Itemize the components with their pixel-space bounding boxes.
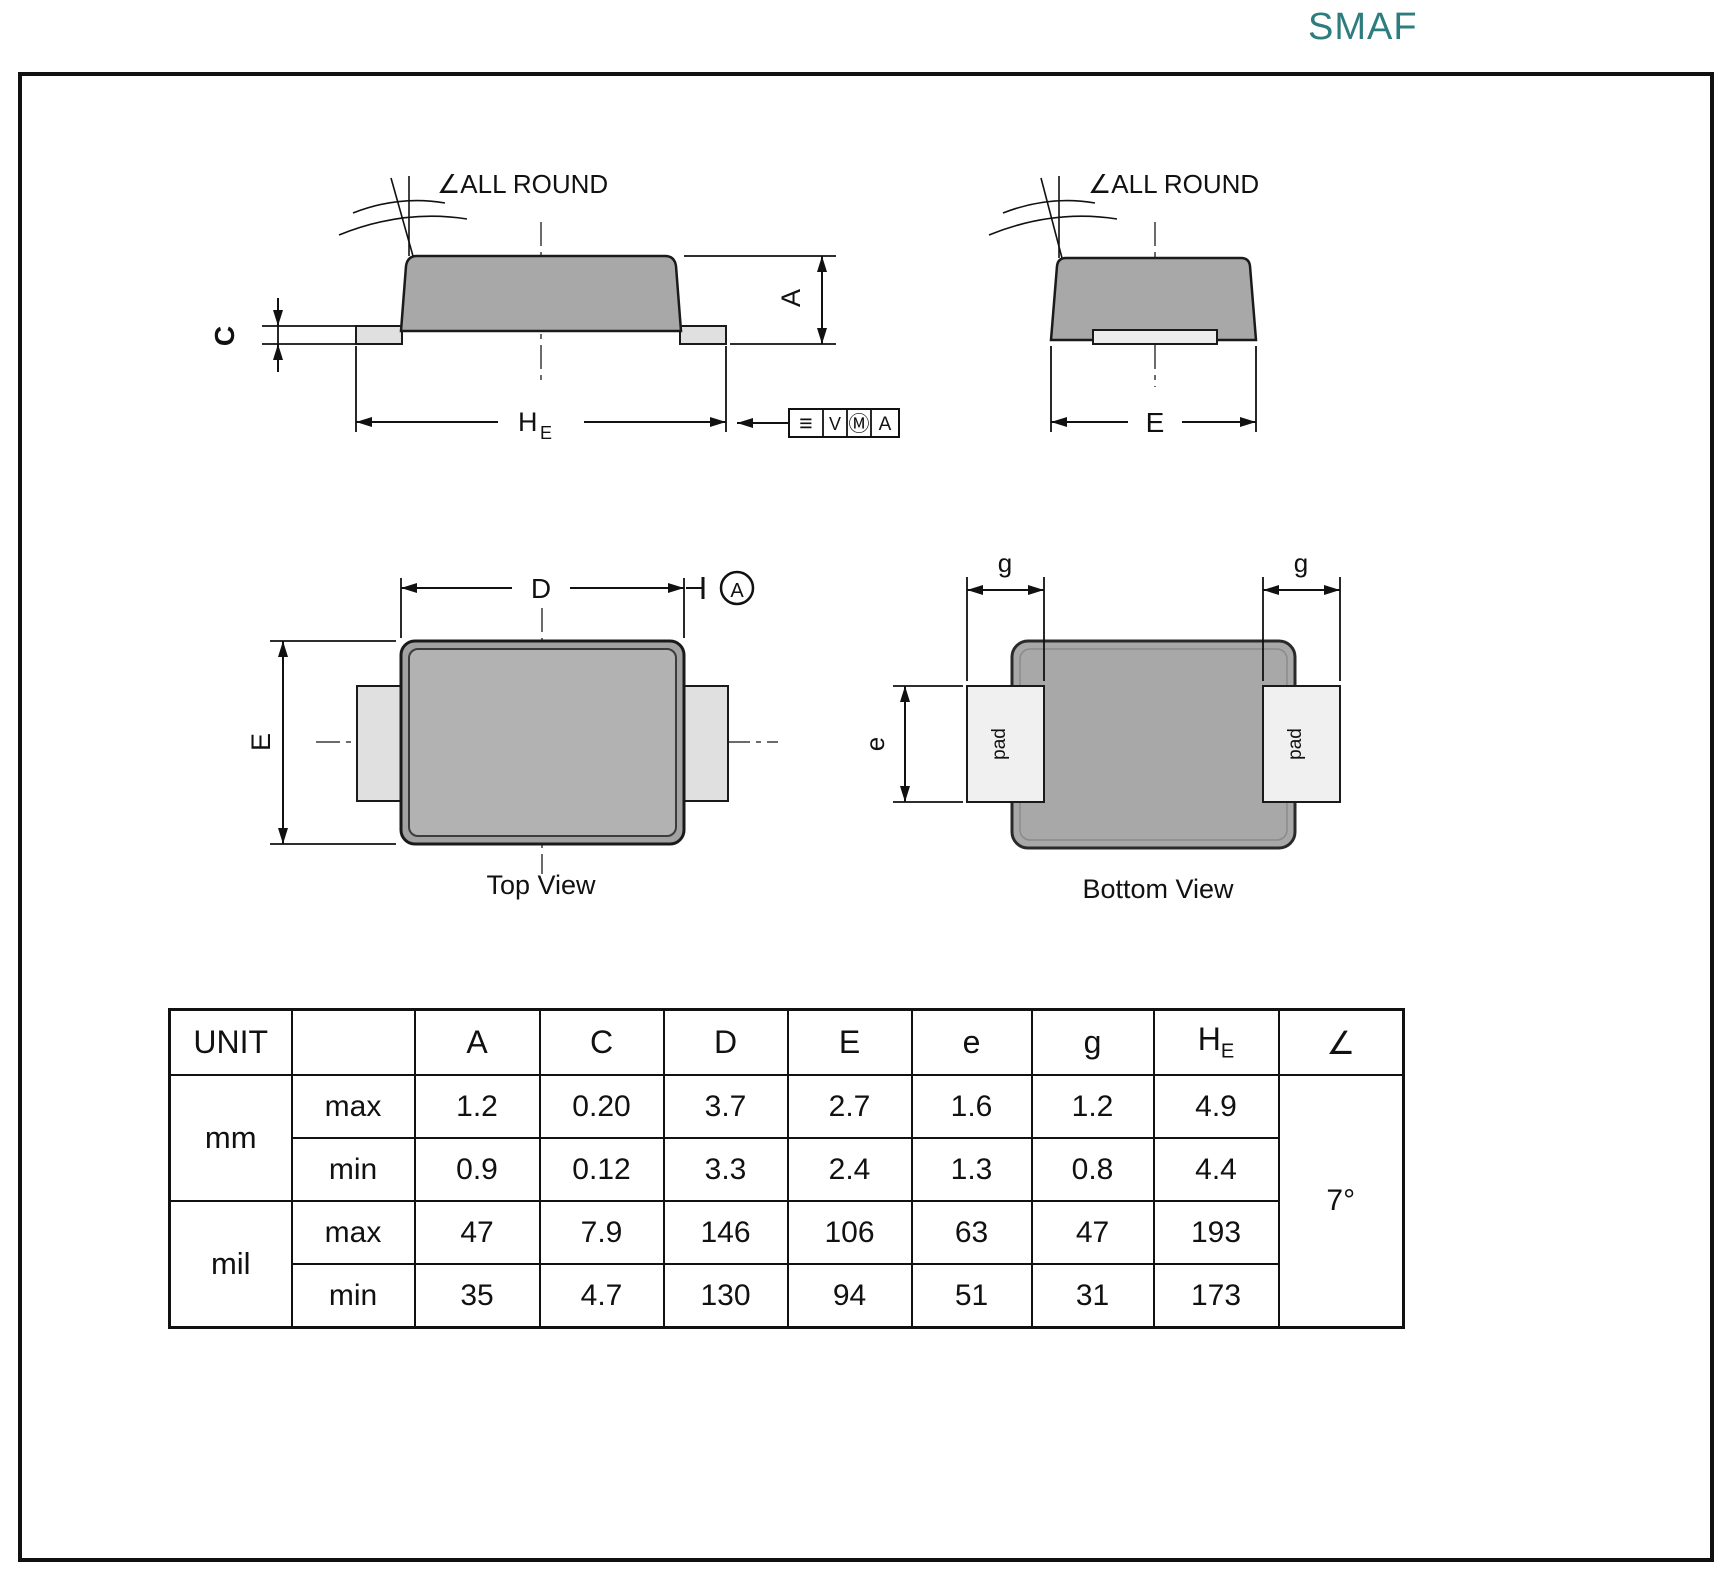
unit-header: UNIT (168, 1008, 293, 1076)
bottom-view: pad pad g g e Bottom View (860, 548, 1341, 904)
package-body (1010, 639, 1297, 850)
table-cell: 4.7 (538, 1263, 665, 1329)
all-round-label: ∠ALL ROUND (1088, 169, 1259, 199)
package-body-inner (408, 648, 677, 837)
datum-symbol: V (829, 414, 841, 434)
table-row: min 35 4.7 130 94 51 31 173 (170, 1263, 1404, 1329)
col-header-a: A (413, 1008, 541, 1076)
dim-label-d: D (531, 573, 551, 604)
table-row: mm max 1.2 0.20 3.7 2.7 1.6 1.2 4.9 7° (168, 1074, 1405, 1329)
he-sub: E (1220, 1040, 1235, 1063)
col-header-g: g (1030, 1008, 1155, 1076)
angle-leader (390, 177, 414, 257)
table-cell: 51 (910, 1263, 1033, 1329)
col-header-e-lower: e (910, 1008, 1033, 1076)
dim-label-c: C (209, 326, 240, 346)
datum-frame (788, 408, 900, 438)
datum-symbol: ≡ (799, 410, 812, 436)
table-cell: 173 (1152, 1263, 1280, 1329)
table-cell: 146 (662, 1200, 789, 1265)
table-cell: 4.9 (1152, 1074, 1280, 1139)
datum-label: A (730, 580, 744, 602)
table-cell: 2.4 (786, 1137, 913, 1202)
unit-cell-mm: mm (168, 1074, 293, 1202)
table-cell: 1.2 (413, 1074, 541, 1139)
unit-cell-mil: mil (168, 1200, 293, 1329)
limit-header (290, 1008, 416, 1076)
limit-cell: min (290, 1137, 416, 1202)
datum-symbol: A (879, 414, 892, 435)
table-cell: 0.12 (538, 1137, 665, 1202)
package-body (399, 254, 683, 333)
angle-arc (338, 215, 468, 236)
pad-label: pad (1285, 728, 1306, 760)
lead-right (679, 325, 727, 345)
table-cell: 0.9 (413, 1137, 541, 1202)
table-cell: 0.20 (538, 1074, 665, 1139)
view-caption: Bottom View (1082, 874, 1234, 904)
table-cell: 1.6 (910, 1074, 1033, 1139)
table-cell: 31 (1030, 1263, 1155, 1329)
bottom-terminal (1092, 329, 1218, 345)
table-cell: 0.8 (1030, 1137, 1155, 1202)
limit-cell: max (290, 1074, 416, 1139)
datum-symbol: Ⓜ (849, 413, 870, 436)
lead-left (355, 325, 403, 345)
dim-label-e: E (1146, 407, 1165, 438)
table-cell: 106 (786, 1200, 913, 1265)
col-header-he: HE (1152, 1008, 1280, 1076)
table-cell: 35 (413, 1263, 541, 1329)
table-cell: 1.2 (1030, 1074, 1155, 1139)
dim-label-a: A (776, 289, 806, 307)
limit-cell: max (290, 1200, 416, 1265)
table-cell: 47 (1030, 1200, 1155, 1265)
top-view: D A E Top View (246, 570, 778, 900)
col-header-c: C (538, 1008, 665, 1076)
table-cell: 193 (1152, 1200, 1280, 1265)
table-cell: 94 (786, 1263, 913, 1329)
col-header-angle: ∠ (1277, 1008, 1405, 1076)
table-cell: 63 (910, 1200, 1033, 1265)
view-caption: Top View (486, 870, 596, 900)
table-cell: 1.3 (910, 1137, 1033, 1202)
all-round-label: ∠ALL ROUND (437, 169, 608, 199)
dim-label-e: e (860, 737, 890, 751)
drawing-border (18, 72, 1714, 1562)
col-header-e: E (786, 1008, 913, 1076)
table-cell: 47 (413, 1200, 541, 1265)
table-cell: 130 (662, 1263, 789, 1329)
dim-label-g: g (1294, 548, 1308, 578)
angle-value-cell: 7° (1277, 1074, 1405, 1329)
limit-cell: min (290, 1263, 416, 1329)
table-cell: 3.7 (662, 1074, 789, 1139)
table-cell: 7.9 (538, 1200, 665, 1265)
lead-left (356, 685, 404, 802)
col-header-d: D (662, 1008, 789, 1076)
table-row: mil max 47 7.9 146 106 63 47 193 (168, 1200, 1404, 1329)
pad-left (966, 685, 1045, 803)
table-header-row: UNIT A C D E e g HE ∠ (168, 1008, 1405, 1076)
dim-label-e: E (246, 733, 276, 751)
pad-label: pad (989, 728, 1010, 760)
dim-label-g: g (998, 548, 1012, 578)
datum-circle (719, 570, 755, 606)
table-cell: 4.4 (1152, 1137, 1280, 1202)
table-cell: 2.7 (786, 1074, 913, 1139)
angle-arc (988, 215, 1118, 236)
angle-arc (352, 199, 446, 214)
end-view: ∠ALL ROUND E (988, 169, 1259, 438)
package-body (1049, 256, 1258, 342)
side-view: ∠ALL ROUND C A H E (209, 169, 900, 443)
he-main: H (1197, 1021, 1221, 1058)
page-title: SMAF (1308, 6, 1418, 48)
table-cell: 3.3 (662, 1137, 789, 1202)
pad-right (1262, 685, 1341, 803)
angle-arc (1002, 199, 1096, 214)
dimension-table: UNIT A C D E e g HE ∠ mm max 1.2 0.20 3.… (168, 1008, 1405, 1329)
dim-label-he: H (518, 407, 538, 437)
dim-label-he-sub: E (540, 423, 552, 443)
table-row: min 0.9 0.12 3.3 2.4 1.3 0.8 4.4 (170, 1137, 1404, 1202)
lead-right (681, 685, 729, 802)
